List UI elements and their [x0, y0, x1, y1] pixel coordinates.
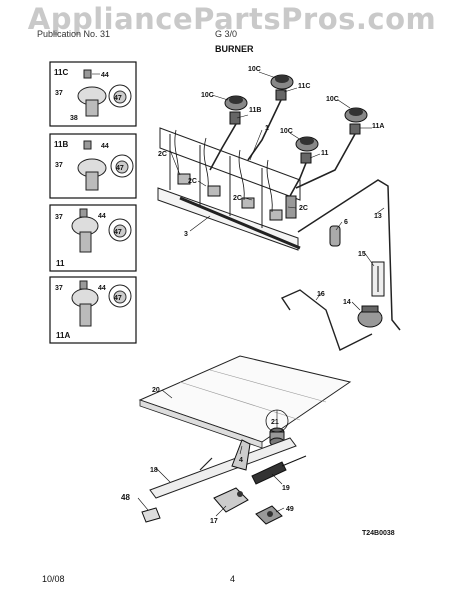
ignition-module [255, 505, 283, 525]
part-label: 44 [101, 72, 109, 79]
part-label: 44 [98, 285, 106, 292]
part-label: 47 [114, 229, 122, 236]
callout-2c: 2C [299, 205, 308, 212]
burner-tray [138, 355, 352, 449]
callout-6: 6 [344, 219, 348, 226]
callout-2c: 2C [233, 195, 242, 202]
part-label: 38 [70, 115, 78, 122]
inset-11a-label: 11A [56, 331, 70, 340]
burner-clip [141, 507, 161, 523]
inset-11c-label: 11C [54, 68, 68, 77]
burner-valves [177, 173, 297, 221]
manifold-pipe [179, 196, 301, 250]
callout-2c: 2C [158, 151, 167, 158]
callout-17: 17 [210, 518, 218, 525]
callout-10c: 10C [326, 96, 339, 103]
pressure-regulator [357, 305, 383, 328]
part-label: 44 [101, 143, 109, 150]
section-title: BURNER [215, 44, 254, 54]
callout-15: 15 [358, 251, 366, 258]
part-label: 47 [114, 95, 122, 102]
callout-18: 18 [150, 467, 158, 474]
model-header: G 3/0 [215, 29, 238, 39]
callout-21: 21 [271, 419, 279, 426]
part-label: 47 [116, 165, 124, 172]
leader-lines [137, 71, 385, 517]
regulator-tube [280, 289, 373, 351]
callout-11: 11 [321, 150, 329, 157]
callout-49: 49 [286, 506, 294, 513]
callout-10c: 10C [248, 66, 261, 73]
igniter-wires [174, 129, 273, 213]
burner-head-left-front [224, 95, 248, 111]
callout-11c: 11C [298, 83, 310, 90]
supply-tube [297, 179, 401, 331]
inset-11b: 11B 44 37 47 [49, 133, 137, 199]
inset-11: 11 37 44 47 [49, 204, 137, 272]
burner-head-left-rear [270, 74, 294, 90]
gas-tubes [209, 99, 356, 197]
callout-14: 14 [343, 299, 351, 306]
diagram-code: T24B0038 [362, 530, 395, 537]
burner-head-right-rear [344, 107, 368, 123]
publication-header: Publication No. 31 [37, 29, 111, 39]
callout-3: 3 [184, 231, 188, 238]
inset-11b-label: 11B [54, 140, 68, 149]
callout-48: 48 [121, 493, 130, 502]
callout-19: 19 [282, 485, 290, 492]
inset-11c: 11C 44 37 47 38 [49, 61, 137, 127]
inset-11-label: 11 [56, 259, 65, 268]
callout-11a: 11A [372, 123, 384, 130]
spark-module [329, 225, 341, 247]
callout-20: 20 [152, 387, 160, 394]
part-label: 37 [55, 162, 63, 169]
part-label: 37 [55, 214, 63, 221]
footer-date: 10/08 [42, 574, 65, 584]
part-label: 37 [55, 90, 63, 97]
footer-page-number: 4 [230, 574, 236, 584]
callout-11b: 11B [249, 107, 261, 114]
part-label: 37 [55, 285, 63, 292]
callout-1: 1 [265, 125, 269, 132]
burner-bracket [231, 439, 251, 471]
callout-2c: 2C [188, 178, 197, 185]
part-label: 44 [98, 213, 106, 220]
callout-10c: 10C [280, 128, 293, 135]
callout-16: 16 [317, 291, 325, 298]
manifold-frame [157, 127, 301, 251]
callout-4: 4 [239, 457, 243, 464]
burner-head-right-front [295, 136, 319, 152]
part-label: 47 [114, 295, 122, 302]
regulator-bracket [371, 261, 385, 297]
callout-13: 13 [374, 213, 382, 220]
callout-10c: 10C [201, 92, 214, 99]
inset-11a: 11A 37 44 47 [49, 276, 137, 344]
oven-valve [213, 487, 249, 513]
watermark: AppliancePartsPros.com [27, 2, 437, 36]
oven-igniter [251, 455, 307, 485]
